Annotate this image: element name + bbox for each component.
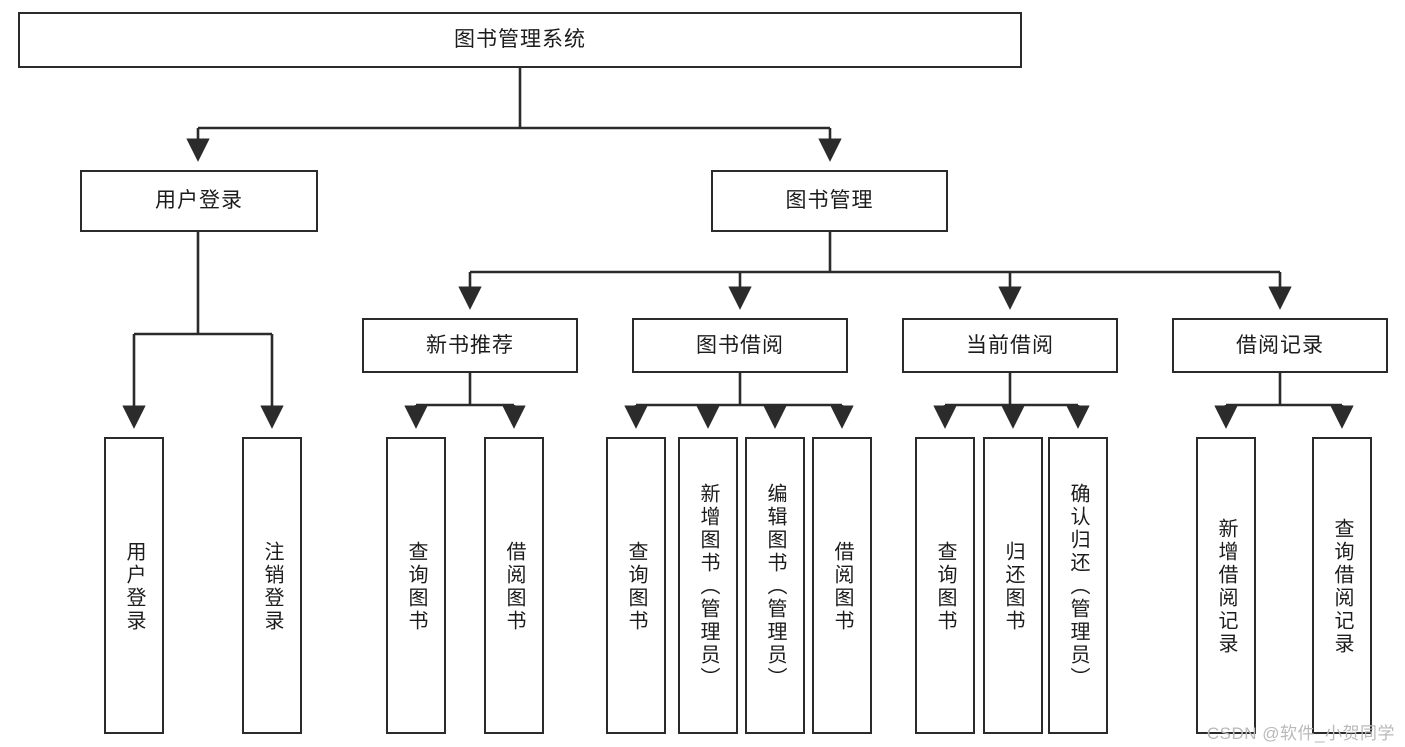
leaf-add-borrow-record[interactable]: 新增借阅记录 [1196,437,1256,734]
edge-group-book-manage [458,232,1292,310]
leaf-query-borrow-record[interactable]: 查询借阅记录 [1312,437,1372,734]
leaf-borrow-book-label: 借阅图书 [831,540,853,633]
leaf-add-book-admin-label: 新增图书（管理员） [697,483,719,690]
leaf-borrow-book-recommend[interactable]: 借阅图书 [484,437,544,734]
leaf-edit-book-admin[interactable]: 编辑图书（管理员） [745,437,805,734]
leaf-logout-label: 注销登录 [261,540,283,633]
leaf-query-borrow-record-label: 查询借阅记录 [1331,517,1353,656]
leaf-query-book-borrow[interactable]: 查询图书 [606,437,666,734]
node-root[interactable]: 图书管理系统 [18,12,1022,68]
edge-group-new-book [404,373,526,429]
node-current-borrow[interactable]: 当前借阅 [902,318,1118,373]
node-book-borrow[interactable]: 图书借阅 [632,318,848,373]
edge-group-book-borrow [624,373,854,429]
node-current-borrow-label: 当前借阅 [966,333,1054,357]
edge-group-current-borrow [933,373,1090,429]
node-new-book-recommend-label: 新书推荐 [426,333,514,357]
node-book-management[interactable]: 图书管理 [711,170,948,232]
leaf-query-book-current-label: 查询图书 [934,540,956,633]
node-book-borrow-label: 图书借阅 [696,333,784,357]
leaf-user-login-label: 用户登录 [123,540,145,633]
leaf-add-book-admin[interactable]: 新增图书（管理员） [678,437,738,734]
edge-group-root [186,68,842,162]
node-new-book-recommend[interactable]: 新书推荐 [362,318,578,373]
node-user-login[interactable]: 用户登录 [80,170,318,232]
leaf-borrow-book-recommend-label: 借阅图书 [503,540,525,633]
leaf-query-book-borrow-label: 查询图书 [625,540,647,633]
leaf-add-borrow-record-label: 新增借阅记录 [1215,517,1237,656]
leaf-confirm-return-admin[interactable]: 确认归还（管理员） [1048,437,1108,734]
node-borrow-record-label: 借阅记录 [1236,333,1324,357]
leaf-query-book-current[interactable]: 查询图书 [915,437,975,734]
leaf-return-book-label: 归还图书 [1002,540,1024,633]
leaf-confirm-return-admin-label: 确认归还（管理员） [1067,483,1089,690]
leaf-return-book[interactable]: 归还图书 [983,437,1043,734]
leaf-logout[interactable]: 注销登录 [242,437,302,734]
edge-group-borrow-record [1214,373,1354,429]
node-user-login-label: 用户登录 [155,189,243,213]
leaf-query-book-recommend-label: 查询图书 [405,540,427,633]
edge-group-user-login [122,232,284,429]
leaf-user-login[interactable]: 用户登录 [104,437,164,734]
node-root-label: 图书管理系统 [454,28,586,52]
node-borrow-record[interactable]: 借阅记录 [1172,318,1388,373]
leaf-query-book-recommend[interactable]: 查询图书 [386,437,446,734]
node-book-management-label: 图书管理 [785,189,874,213]
leaf-borrow-book[interactable]: 借阅图书 [812,437,872,734]
leaf-edit-book-admin-label: 编辑图书（管理员） [764,483,786,690]
